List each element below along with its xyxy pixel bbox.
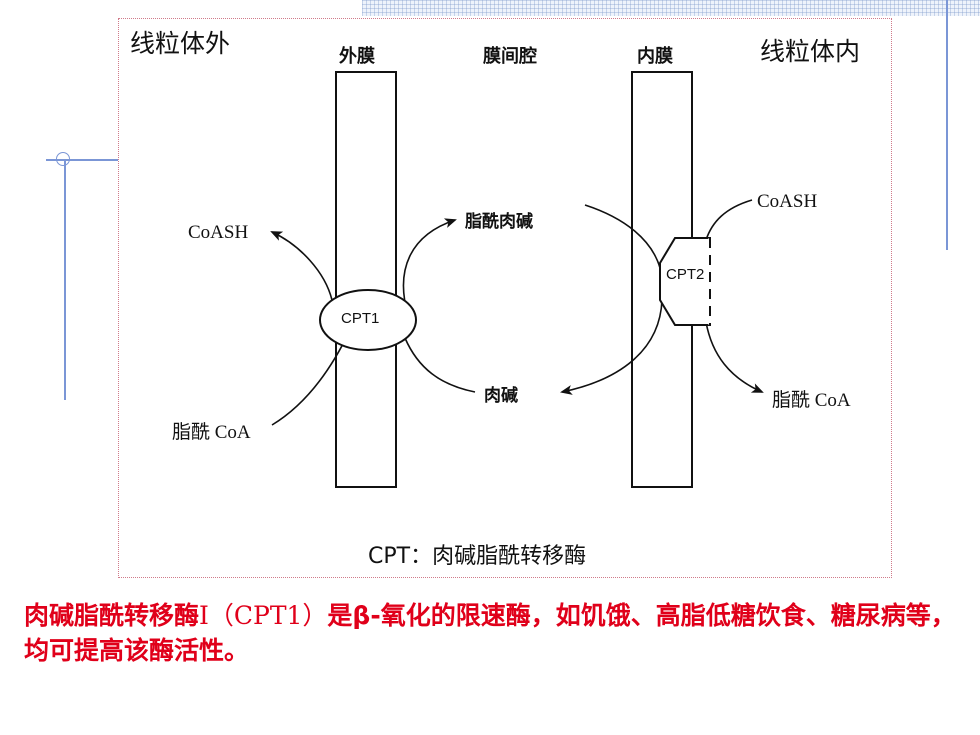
cpt2-label: CPT2	[666, 266, 705, 283]
acyl-coa-out-label: 脂酰 CoA	[172, 422, 251, 443]
coash-in-label: CoASH	[757, 191, 818, 212]
right-accent-vline	[946, 0, 948, 250]
inner-membrane-label: 内膜	[637, 46, 673, 67]
diagram-legend: CPT：肉碱脂酰转移酶	[368, 544, 587, 569]
region-outside-label: 线粒体外	[130, 29, 231, 58]
coash-out-label: CoASH	[188, 222, 249, 243]
region-inside-label: 线粒体内	[760, 37, 861, 66]
arrow-to-acyl-coa-in	[705, 321, 764, 393]
diagram-frame	[118, 18, 892, 578]
outer-membrane	[335, 71, 397, 488]
caption-part-2: Ⅰ（CPT1）	[199, 601, 328, 630]
arrow-acylcarnitine-to-cpt2	[584, 204, 661, 269]
accent-circle	[56, 152, 70, 166]
arrow-to-coash-out	[270, 231, 333, 301]
caption-part-3: 是β-氧化的限速酶，如饥饿、高脂低糖饮食、糖尿病等，均可提高该酶活性。	[24, 601, 956, 665]
intermembrane-space-label: 膜间腔	[483, 46, 537, 67]
outer-membrane-label: 外膜	[339, 46, 375, 67]
arrow-from-coash-in	[705, 199, 753, 241]
acyl-coa-in-label: 脂酰 CoA	[772, 390, 851, 411]
cpt1-enzyme	[319, 289, 417, 351]
slide-caption: 肉碱脂酰转移酶Ⅰ（CPT1）是β-氧化的限速酶，如饥饿、高脂低糖饮食、糖尿病等，…	[24, 598, 959, 668]
arrow-cpt1-to-carnitine	[404, 337, 476, 393]
arrow-carnitine-out	[560, 299, 663, 395]
caption-part-1: 肉碱脂酰转移酶	[24, 601, 200, 630]
left-accent-hline	[46, 159, 120, 161]
header-pattern	[362, 0, 980, 16]
arrow-to-acylcarnitine	[402, 218, 457, 316]
carnitine-label: 肉碱	[484, 386, 518, 406]
left-accent-vline	[64, 160, 66, 400]
acylcarnitine-label: 脂酰肉碱	[465, 212, 533, 232]
cpt1-label: CPT1	[341, 310, 380, 327]
